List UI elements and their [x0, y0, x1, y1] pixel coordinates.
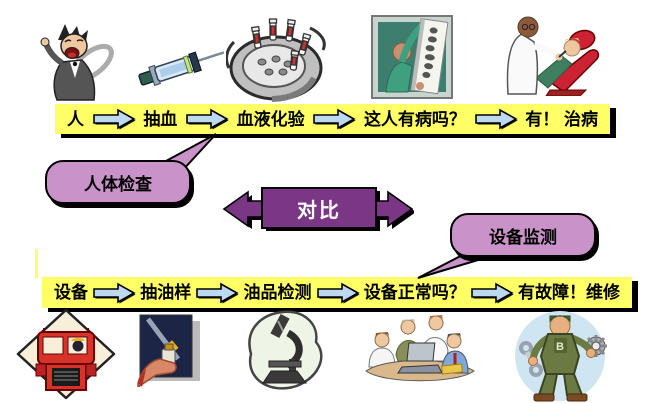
- oil-sampling-hand-icon: [132, 311, 204, 387]
- doctor-reading-xray-icon: [366, 10, 462, 102]
- flow-arrow-icon: [316, 282, 360, 303]
- human-check-label: 人体检查: [84, 174, 152, 194]
- step-equipment: 设备: [54, 283, 88, 302]
- doctor-treating-patient-icon: [492, 12, 604, 96]
- blood-sample-carousel-icon: [226, 14, 326, 102]
- step-sick-question: 这人有病吗？: [363, 109, 466, 129]
- maintenance-worker-icon: B: [512, 308, 608, 402]
- step-blood-test: 血液化验: [236, 109, 305, 129]
- step-person: 人: [67, 109, 84, 129]
- microscope-icon: [242, 309, 324, 391]
- compare-label: 对比: [297, 199, 341, 222]
- svg-text:B: B: [556, 341, 564, 353]
- truck-icon: [16, 308, 116, 400]
- flow-arrow-icon: [474, 108, 518, 130]
- flow-arrow-icon: [196, 282, 240, 303]
- callout-connector-line: [35, 249, 38, 278]
- flow-arrow-icon: [92, 108, 136, 130]
- step-oil-sample: 抽油样: [140, 283, 192, 302]
- flow-arrow-icon: [471, 282, 514, 303]
- step-oil-test: 油品检测: [243, 283, 312, 302]
- step-treat: 有！ 治病: [525, 109, 598, 129]
- human-process-banner: 人 抽血 血液化验 这人有病吗？ 有！ 治病: [55, 104, 610, 134]
- step-normal-question: 设备正常吗？: [363, 283, 466, 302]
- analysis-team-icon: [356, 313, 482, 387]
- equipment-process-banner: 设备 抽油样 油品检测 设备正常吗？ 有故障！维修: [42, 277, 632, 308]
- step-draw-blood: 抽血: [143, 109, 178, 129]
- equipment-monitor-callout: 设备监测: [450, 213, 596, 257]
- human-check-callout: 人体检查: [45, 160, 191, 204]
- step-repair: 有故障！维修: [518, 283, 620, 302]
- syringe-icon: [136, 34, 228, 98]
- flow-arrow-icon: [186, 108, 229, 130]
- flow-arrow-icon: [313, 108, 356, 130]
- equipment-monitor-label: 设备监测: [489, 227, 557, 247]
- compare-arrow: 对比: [222, 186, 416, 232]
- flow-arrow-icon: [93, 282, 136, 303]
- singing-patient-icon: [32, 18, 117, 103]
